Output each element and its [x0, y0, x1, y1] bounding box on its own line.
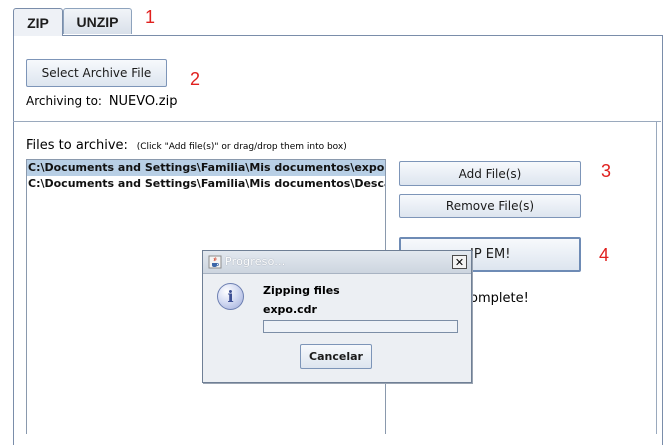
remove-files-button[interactable]: Remove File(s)	[399, 194, 581, 218]
annotation-4: 4	[599, 245, 610, 265]
list-item[interactable]: C:\Documents and Settings\Familia\Mis do…	[27, 160, 385, 176]
annotation-3: 3	[601, 161, 612, 181]
dialog-file: expo.cdr	[263, 303, 317, 316]
archiving-to-value: NUEVO.zip	[108, 94, 178, 109]
annotation-1: 1	[145, 7, 156, 27]
files-hint: (Click "Add file(s)" or drag/drop them i…	[136, 142, 347, 152]
zip-em-button-label: IP EM!	[470, 247, 511, 262]
dialog-message: Zipping files	[263, 284, 340, 297]
close-icon[interactable]: ✕	[452, 255, 467, 269]
select-archive-button-label: Select Archive File	[41, 66, 152, 80]
tab-zip-label: ZIP	[27, 14, 49, 31]
progress-dialog: Progreso... ✕ i Zipping files expo.cdr C…	[202, 250, 472, 383]
dialog-title: Progreso...	[225, 255, 286, 268]
cancel-button-label: Cancelar	[309, 350, 363, 363]
remove-files-button-label: Remove File(s)	[445, 199, 535, 213]
archiving-to-row: Archiving to: NUEVO.zip	[26, 94, 177, 109]
annotation-2: 2	[190, 69, 201, 89]
cancel-button[interactable]: Cancelar	[300, 344, 372, 369]
panel-right-border	[656, 122, 657, 434]
progress-bar	[263, 320, 458, 333]
info-icon: i	[217, 283, 244, 310]
add-files-button-label: Add File(s)	[458, 166, 522, 181]
dialog-title-bar[interactable]: Progreso... ✕	[203, 251, 471, 274]
list-item-path: C:\Documents and Settings\Familia\Mis do…	[28, 177, 386, 190]
archiving-to-label: Archiving to:	[26, 94, 102, 108]
files-heading: Files to archive:	[26, 138, 128, 153]
files-heading-row: Files to archive: (Click "Add file(s)" o…	[26, 138, 347, 153]
list-item[interactable]: C:\Documents and Settings\Familia\Mis do…	[27, 176, 385, 192]
add-files-button[interactable]: Add File(s)	[399, 161, 581, 186]
select-archive-button[interactable]: Select Archive File	[26, 59, 167, 87]
tab-unzip-label: UNZIP	[76, 13, 119, 30]
status-text: omplete!	[470, 291, 529, 306]
close-glyph: ✕	[454, 255, 465, 269]
info-glyph: i	[227, 287, 234, 306]
tab-unzip[interactable]: UNZIP	[63, 8, 132, 34]
list-item-path: C:\Documents and Settings\Familia\Mis do…	[28, 161, 386, 174]
java-cup-icon	[208, 255, 222, 272]
section-divider	[13, 121, 661, 122]
tab-zip[interactable]: ZIP	[13, 8, 63, 36]
